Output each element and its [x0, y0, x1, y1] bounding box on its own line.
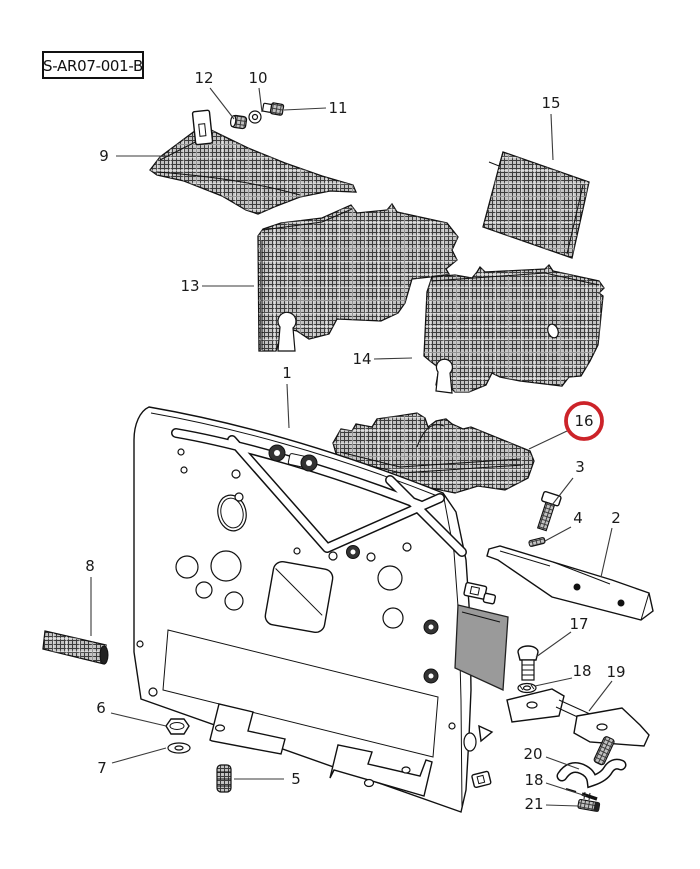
- part-9-insulation-pad: [149, 109, 357, 215]
- part-4-pin: [528, 537, 546, 547]
- leader-line-17: [535, 631, 572, 658]
- leader-line-10: [258, 87, 263, 113]
- leader-line-4: [544, 526, 572, 542]
- part-12-nut: [230, 114, 248, 130]
- callout-21[interactable]: 21: [524, 795, 543, 813]
- lower-recess: [162, 629, 439, 758]
- leader-line-18: [534, 677, 573, 687]
- leader-line-3: [551, 477, 574, 506]
- callout-18[interactable]: 18: [572, 662, 591, 680]
- diagram-code: S-AR07-001-B: [43, 57, 143, 75]
- leader-line-6: [110, 712, 167, 727]
- part-20-hook: [556, 758, 627, 789]
- leader-line-19: [588, 680, 613, 712]
- part-3-bolt: [536, 490, 562, 532]
- leader-line-12: [209, 87, 235, 120]
- callout-2[interactable]: 2: [611, 509, 621, 527]
- callout-19[interactable]: 19: [606, 663, 625, 681]
- callout-11[interactable]: 11: [328, 99, 347, 117]
- leader-line-20: [545, 756, 580, 770]
- callout-15[interactable]: 15: [541, 94, 560, 112]
- center-cutout: [264, 561, 334, 633]
- callout-17[interactable]: 17: [569, 615, 588, 633]
- highlight-circle: [564, 401, 604, 441]
- part-8-seal-strip: [42, 630, 109, 665]
- leader-line-18: [545, 782, 587, 797]
- mounting-foot-right: [329, 744, 433, 797]
- mounting-foot-left: [209, 703, 286, 755]
- callout-1[interactable]: 1: [282, 364, 292, 382]
- right-flange: [454, 581, 509, 789]
- brace-ferrules: [268, 444, 439, 684]
- callout-18[interactable]: 18: [524, 771, 543, 789]
- shaded-flap: [454, 604, 509, 691]
- leader-line-2: [600, 527, 613, 578]
- part-19-bracket-strap: [506, 688, 650, 766]
- leader-line-15: [550, 113, 554, 161]
- diagram-code-box: S-AR07-001-B: [42, 51, 144, 79]
- part-6-nut: [165, 718, 190, 735]
- callout-13[interactable]: 13: [180, 277, 199, 295]
- callout-4[interactable]: 4: [573, 509, 583, 527]
- leader-line-21: [545, 804, 579, 807]
- callout-6[interactable]: 6: [96, 699, 106, 717]
- callout-8[interactable]: 8: [85, 557, 95, 575]
- callout-20[interactable]: 20: [523, 745, 542, 763]
- leader-line-7: [111, 747, 167, 764]
- callout-14[interactable]: 14: [352, 350, 371, 368]
- part-5-stud: [216, 764, 232, 793]
- leader-line-1: [286, 383, 290, 429]
- part-10-washer: [248, 110, 262, 124]
- part-18-washer: [517, 682, 537, 694]
- callout-5[interactable]: 5: [291, 770, 301, 788]
- cross-brace: [171, 428, 467, 557]
- keyhole-cutout: [277, 311, 297, 352]
- callout-9[interactable]: 9: [99, 147, 109, 165]
- leader-line-16: [528, 430, 568, 450]
- callouts: 12 10 11 9 15 13 14 1 16 3 4 2 8 17 18 19 6 7 20 5 18 21: [85, 69, 625, 813]
- part-21-pin: [577, 798, 601, 812]
- part-11-bolt: [262, 102, 285, 116]
- keyhole-cutout: [435, 358, 454, 394]
- part-2-bracket: [486, 545, 654, 621]
- part-13-insulation-pad: [257, 203, 459, 352]
- panel-hole: [547, 323, 559, 339]
- part-1-bulkhead-panel: [133, 406, 509, 813]
- callout-3[interactable]: 3: [575, 458, 585, 476]
- callout-16[interactable]: 16: [574, 412, 593, 430]
- callout-10[interactable]: 10: [248, 69, 267, 87]
- part-17-bolt: [517, 645, 539, 681]
- code-box-frame: [42, 51, 144, 79]
- part-7-washer: [167, 742, 191, 754]
- callout-12[interactable]: 12: [194, 69, 213, 87]
- leader-line-11: [283, 107, 327, 111]
- leader-line-14: [373, 357, 413, 360]
- callout-7[interactable]: 7: [97, 759, 107, 777]
- part-15-insulation-pad: [482, 151, 590, 259]
- part-14-insulation-pad: [423, 264, 605, 394]
